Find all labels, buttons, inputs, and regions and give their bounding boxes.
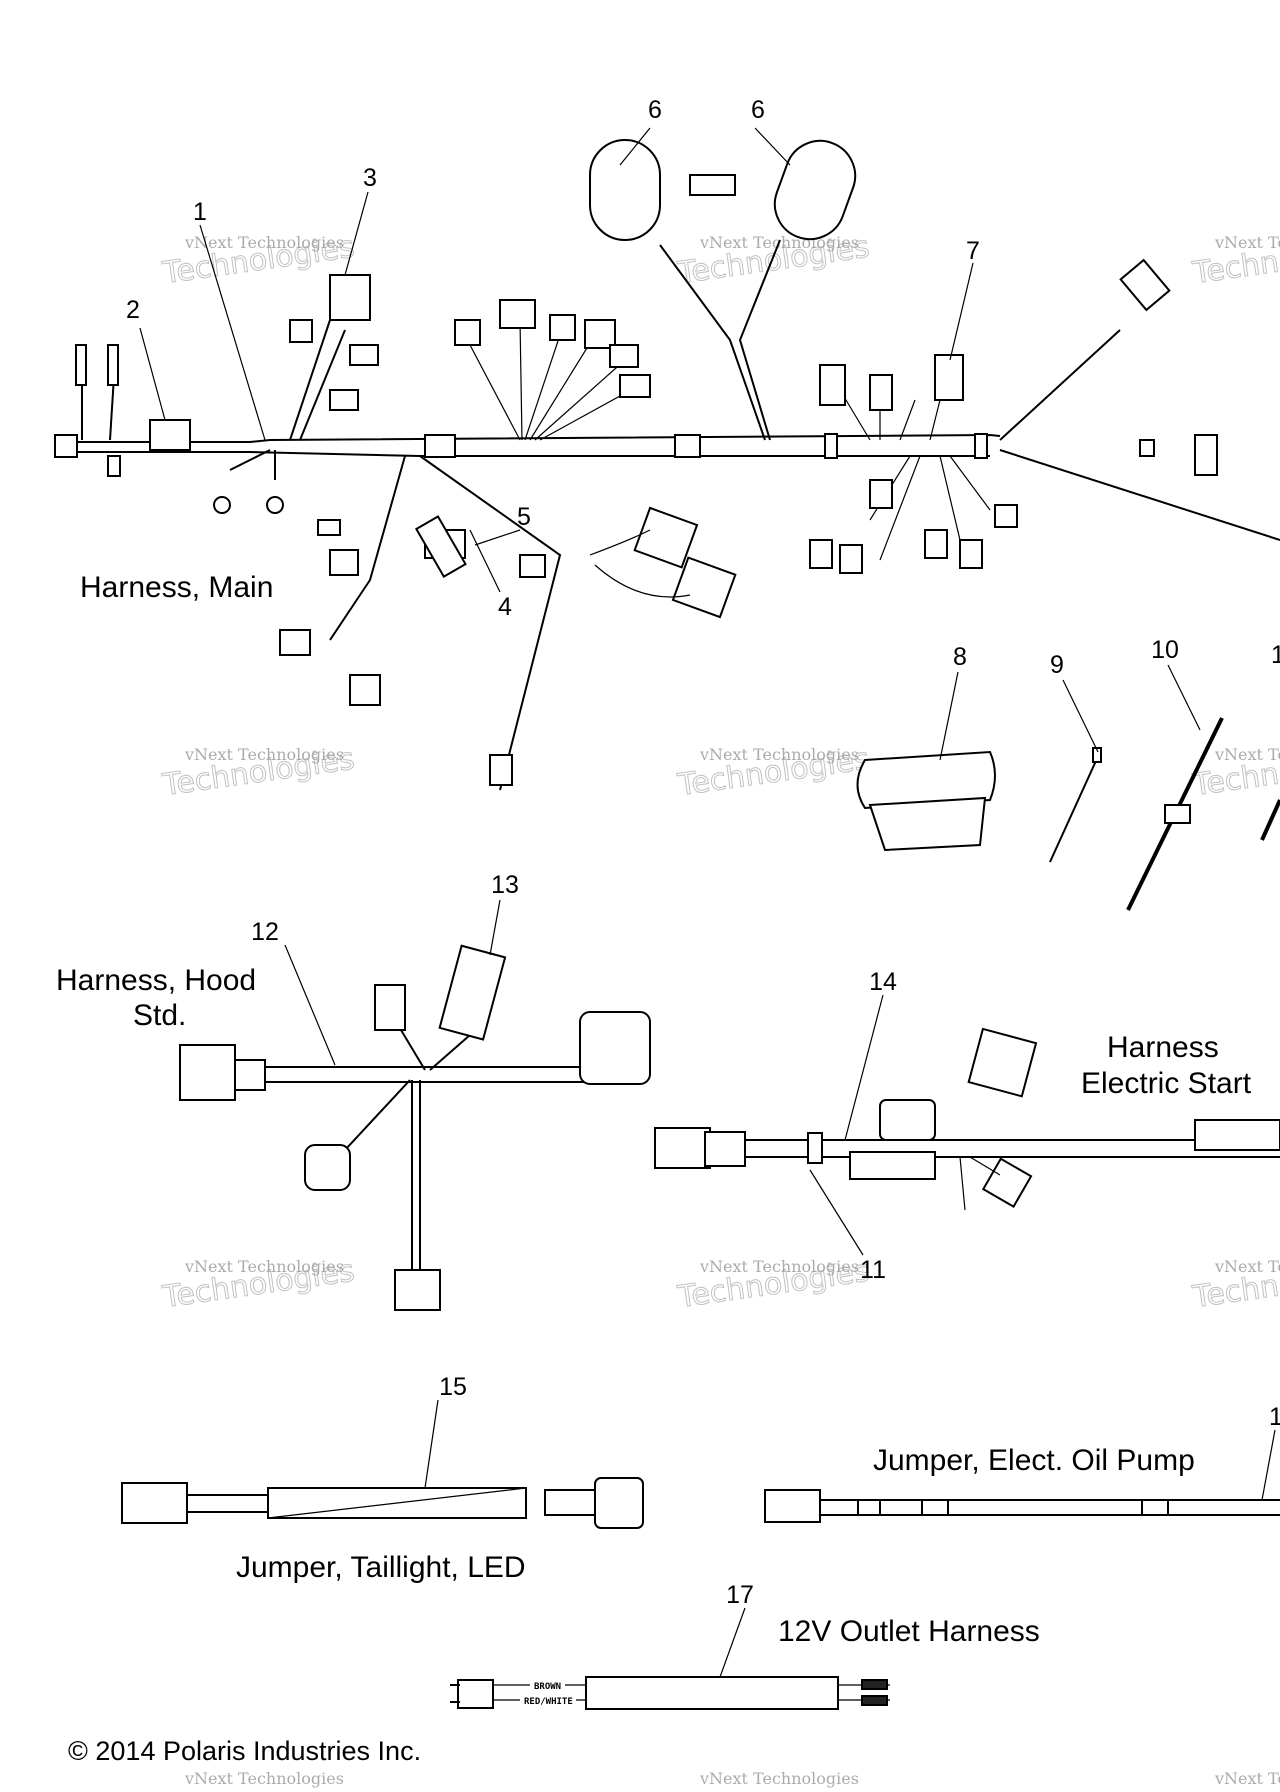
watermark: vNext Technologies — [699, 1257, 859, 1276]
callout-6: 6 — [751, 96, 765, 124]
watermark: vNext Technologies — [184, 233, 344, 252]
label-harness-es-2: Electric Start — [1081, 1067, 1252, 1100]
watermark: vNext Technologies — [184, 1257, 344, 1276]
callout-11-partial: 1 — [1271, 641, 1280, 669]
callout-5: 5 — [517, 503, 531, 531]
copyright: © 2014 Polaris Industries Inc. — [68, 1736, 421, 1766]
callout-8: 8 — [953, 643, 967, 671]
callout-7: 7 — [966, 237, 980, 265]
callout-4: 4 — [498, 593, 512, 621]
watermark: vNext Technologies — [184, 745, 344, 764]
leader-lines — [139, 127, 1276, 1678]
callout-6: 6 — [648, 96, 662, 124]
jumper-taillight-drawing — [121, 1477, 644, 1529]
watermark: vNext Technologies — [1214, 1257, 1280, 1276]
callout-13: 13 — [491, 871, 519, 899]
callout-16-partial: 1 — [1269, 1403, 1280, 1431]
callout-10: 10 — [1151, 636, 1179, 664]
label-harness-es: Harness — [1107, 1031, 1219, 1064]
wire-label-brown: BROWN — [534, 1682, 561, 1692]
label-harness-main: Harness, Main — [80, 571, 273, 604]
label-12v-outlet: 12V Outlet Harness — [778, 1615, 1040, 1648]
jumper-oil-pump-drawing — [764, 1489, 1280, 1523]
callout-12: 12 — [251, 918, 279, 946]
callout-15: 15 — [439, 1373, 467, 1401]
callout-9: 9 — [1050, 651, 1064, 679]
small-parts — [856, 717, 1280, 911]
harness-main-drawing — [54, 139, 1280, 791]
callout-1: 1 — [193, 198, 207, 226]
label-jumper-oil-pump: Jumper, Elect. Oil Pump — [873, 1444, 1195, 1477]
watermark: vNext Technologies — [184, 1769, 344, 1788]
callout-14: 14 — [869, 968, 897, 996]
outlet-harness-drawing: BROWN RED/WHITE — [450, 1676, 890, 1710]
callout-3: 3 — [363, 164, 377, 192]
section-labels: Harness, Main Harness, Hood Std. Harness… — [56, 571, 1252, 1766]
label-harness-hood: Harness, Hood — [56, 964, 256, 997]
watermark: vNext Technologies — [699, 745, 859, 764]
label-harness-hood-std: Std. — [133, 999, 186, 1032]
watermark: vNext Technologies — [1214, 745, 1280, 764]
callout-numbers: 1 2 3 4 5 6 6 7 8 9 10 1 11 12 13 14 15 … — [126, 96, 1280, 1609]
callout-17: 17 — [726, 1581, 754, 1609]
wire-label-red-white: RED/WHITE — [524, 1697, 573, 1707]
callout-11: 11 — [860, 1256, 886, 1284]
watermark: vNext Technologies — [699, 1769, 859, 1788]
label-jumper-taillight: Jumper, Taillight, LED — [236, 1551, 526, 1584]
callout-2: 2 — [126, 296, 140, 324]
watermark: vNext Technologies — [1214, 233, 1280, 252]
watermark: vNext Technologies — [1214, 1769, 1280, 1788]
harness-hood-drawing — [179, 944, 651, 1311]
harness-electric-start-drawing — [654, 1027, 1280, 1211]
